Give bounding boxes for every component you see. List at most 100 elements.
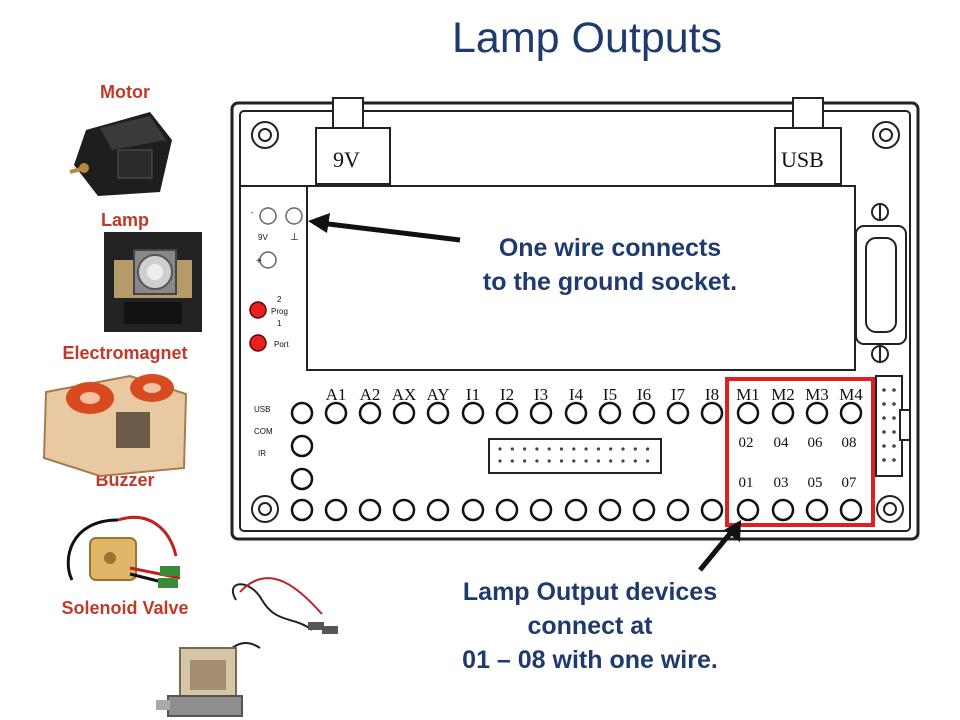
lamp-callout: Lamp Output devices connect at 01 – 08 w… xyxy=(400,576,780,677)
prog-mid-label: Prog xyxy=(271,307,288,316)
ground-callout-line2: to the ground socket. xyxy=(482,267,738,296)
terminal-top-5[interactable] xyxy=(461,401,485,425)
ribbon-pin xyxy=(596,447,601,451)
terminal-left-0[interactable] xyxy=(290,434,314,458)
terminal-top-11[interactable] xyxy=(666,401,690,425)
output-label-01: 01 xyxy=(739,475,754,491)
terminal-bottom-9[interactable] xyxy=(598,498,622,522)
terminal-row-bottom xyxy=(290,498,863,522)
output-label-08: 08 xyxy=(842,435,857,451)
header-pin xyxy=(892,388,896,392)
output-label-07: 07 xyxy=(842,475,858,491)
terminal-top-12[interactable] xyxy=(700,401,724,425)
header-pin xyxy=(892,444,896,448)
header-pin xyxy=(882,388,886,392)
terminal-top-9[interactable] xyxy=(598,401,622,425)
header-pin xyxy=(882,430,886,434)
jack-usb-label: USB xyxy=(781,147,824,172)
terminal-top-14[interactable] xyxy=(771,401,795,425)
terminal-top-8[interactable] xyxy=(564,401,588,425)
lamp-arrow-head xyxy=(724,520,741,542)
lamp-output-terminal-07[interactable] xyxy=(839,498,863,522)
terminal-top-6[interactable] xyxy=(495,401,519,425)
port-led xyxy=(249,334,267,352)
ground-callout: One wire connects to the ground socket. xyxy=(430,232,790,300)
jack-9v-label: 9V xyxy=(333,147,360,172)
header-pin xyxy=(892,430,896,434)
header-pin xyxy=(892,402,896,406)
input-label-i2: I2 xyxy=(500,385,514,404)
lamp-callout-line1: Lamp Output devices xyxy=(462,578,718,606)
terminal-bottom-8[interactable] xyxy=(564,498,588,522)
solenoid-valve-picture xyxy=(156,577,338,717)
electromagnet-picture xyxy=(42,374,188,478)
output-label-05: 05 xyxy=(808,475,823,491)
ribbon-pin xyxy=(646,459,650,463)
terminal-top-1[interactable] xyxy=(324,401,348,425)
terminal-top-2[interactable] xyxy=(358,401,382,425)
terminal-bottom-5[interactable] xyxy=(461,498,485,522)
terminal-bottom-11[interactable] xyxy=(666,498,690,522)
terminal-top-3[interactable] xyxy=(392,401,416,425)
ground-socket xyxy=(285,207,303,225)
motor-label: Motor xyxy=(100,82,150,102)
input-label-i7: I7 xyxy=(671,385,686,404)
ribbon-pin xyxy=(498,459,502,463)
terminal-bottom-1[interactable] xyxy=(324,498,348,522)
header-pin xyxy=(892,458,896,462)
ribbon-pin xyxy=(510,459,514,463)
terminal-bottom-10[interactable] xyxy=(632,498,656,522)
lamp-output-terminal-05[interactable] xyxy=(805,498,829,522)
terminal-bottom-12[interactable] xyxy=(700,498,724,522)
svg-text:-: - xyxy=(251,208,254,217)
ribbon-pin xyxy=(633,447,637,451)
controller-board xyxy=(230,97,920,572)
ribbon-pin xyxy=(535,447,539,451)
terminal-bottom-2[interactable] xyxy=(358,498,382,522)
socket-ground-label: ⊥ xyxy=(290,232,299,243)
ribbon-pin xyxy=(609,459,613,463)
terminal-bottom-4[interactable] xyxy=(426,498,450,522)
lamp-label: Lamp xyxy=(100,210,149,230)
terminal-bottom-7[interactable] xyxy=(529,498,553,522)
ribbon-pin xyxy=(547,447,551,451)
ribbon-pin xyxy=(621,459,625,463)
ribbon-pin xyxy=(584,459,588,463)
input-label-i3: I3 xyxy=(534,385,548,404)
terminal-top-7[interactable] xyxy=(529,401,553,425)
terminal-top-10[interactable] xyxy=(632,401,656,425)
com-side-label: COM xyxy=(254,427,273,436)
header-pin xyxy=(882,458,886,462)
ribbon-pin xyxy=(584,447,588,451)
ribbon-pin xyxy=(498,447,502,451)
terminal-top-0[interactable] xyxy=(290,401,314,425)
ribbon-pin xyxy=(596,459,601,463)
lamp-output-highlight xyxy=(725,377,875,527)
terminal-left-1[interactable] xyxy=(290,467,314,491)
terminal-bottom-0[interactable] xyxy=(290,498,314,522)
terminal-row-top xyxy=(290,401,863,425)
input-label-ax: AX xyxy=(392,385,417,404)
ribbon-pin xyxy=(572,447,576,451)
lamp-callout-line2: connect at xyxy=(527,611,653,640)
header-pin xyxy=(892,416,896,420)
terminal-top-4[interactable] xyxy=(426,401,450,425)
terminal-top-13[interactable] xyxy=(736,401,760,425)
prog-top-label: 2 xyxy=(277,295,282,304)
motor-label-m4: M4 xyxy=(839,385,863,404)
input-label-ay: AY xyxy=(427,385,450,404)
lamp-picture xyxy=(104,232,202,332)
terminal-top-16[interactable] xyxy=(839,401,863,425)
ribbon-pin xyxy=(646,447,650,451)
terminal-top-15[interactable] xyxy=(805,401,829,425)
lamp-output-terminal-03[interactable] xyxy=(771,498,795,522)
lamp-output-terminal-01[interactable] xyxy=(736,498,760,522)
terminal-bottom-6[interactable] xyxy=(495,498,519,522)
motor-label-m1: M1 xyxy=(736,385,760,404)
page-title: Lamp Outputs xyxy=(452,14,723,62)
terminal-bottom-3[interactable] xyxy=(392,498,416,522)
ground-callout-line1: One wire connects xyxy=(498,234,722,262)
motor-label-m3: M3 xyxy=(805,385,829,404)
